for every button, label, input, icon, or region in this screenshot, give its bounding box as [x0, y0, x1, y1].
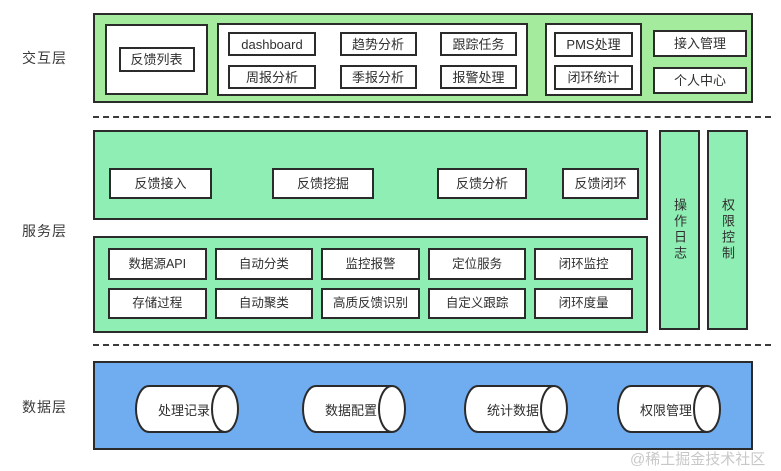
service-modules-band: 数据源API 自动分类 监控报警 定位服务 闭环监控 存储过程 自动聚类 高质反…: [93, 236, 648, 333]
cylinder-icon: [464, 385, 568, 433]
store-label: 处理记录: [157, 403, 210, 418]
interaction-layer-band: 反馈列表 dashboard 趋势分析 跟踪任务 周报分析 季报分析 报警处理 …: [93, 13, 753, 103]
interaction-layer-label: 交互层: [22, 50, 67, 66]
layer-divider-top: [93, 116, 771, 118]
store-label: 权限管理: [639, 403, 692, 418]
datasource-api-box: 数据源API: [108, 248, 207, 280]
feedback-access-box: 反馈接入: [109, 168, 212, 199]
layer-divider-bottom: [93, 344, 771, 346]
service-core-band: 反馈接入 反馈挖掘 反馈分析 反馈闭环: [93, 130, 648, 220]
service-modules-grid: 数据源API 自动分类 监控报警 定位服务 闭环监控 存储过程 自动聚类 高质反…: [95, 238, 646, 331]
data-layer-band: 处理记录 数据配置 统计数据 权限管理: [93, 361, 753, 450]
loop-monitor-box: 闭环监控: [534, 248, 633, 280]
cylinder-icon: [617, 385, 721, 433]
dashboard-panel: dashboard 趋势分析 跟踪任务 周报分析 季报分析 报警处理: [217, 23, 528, 96]
feedback-list-panel: 反馈列表: [105, 24, 208, 95]
access-manage-box: 接入管理: [653, 30, 747, 57]
cylinder-icon: [135, 385, 239, 433]
personal-center-box: 个人中心: [653, 67, 747, 94]
store-perm-manage: 权限管理: [617, 385, 721, 434]
permission-ctrl-bar: 权限控制: [707, 130, 748, 330]
dashboard-box: dashboard: [228, 32, 316, 56]
store-data-config: 数据配置: [302, 385, 406, 434]
auto-cluster-box: 自动聚类: [214, 287, 314, 319]
data-layer-label: 数据层: [22, 399, 67, 415]
closed-loop-stat-box: 闭环统计: [554, 65, 633, 90]
pms-panel: PMS处理 闭环统计: [545, 23, 642, 96]
store-label: 统计数据: [486, 403, 539, 418]
auto-classify-box: 自动分类: [214, 248, 314, 280]
store-process-record: 处理记录: [135, 385, 239, 434]
loop-measure-box: 闭环度量: [534, 287, 633, 319]
store-label: 数据配置: [324, 403, 377, 418]
track-task-box: 跟踪任务: [440, 32, 517, 56]
watermark: @稀土掘金技术社区: [630, 451, 766, 468]
feedback-analysis-box: 反馈分析: [437, 168, 527, 199]
custom-track-box: 自定义跟踪: [427, 287, 527, 319]
quarterly-report-box: 季报分析: [339, 65, 417, 89]
alarm-handle-box: 报警处理: [440, 65, 517, 89]
store-stat-data: 统计数据: [464, 385, 568, 434]
weekly-report-box: 周报分析: [228, 65, 316, 89]
operation-log-bar: 操作日志: [659, 130, 700, 330]
feedback-mining-box: 反馈挖掘: [272, 168, 374, 199]
feedback-loop-box: 反馈闭环: [562, 168, 639, 199]
pms-handle-box: PMS处理: [554, 32, 633, 57]
service-layer-label: 服务层: [22, 223, 67, 239]
stored-procedure-box: 存储过程: [108, 287, 207, 319]
trend-analysis-box: 趋势分析: [339, 32, 417, 56]
feedback-list-box: 反馈列表: [118, 47, 195, 72]
hq-feedback-box: 高质反馈识别: [321, 287, 420, 319]
cylinder-icon: [302, 385, 406, 433]
monitor-alarm-box: 监控报警: [321, 248, 420, 280]
locate-service-box: 定位服务: [427, 248, 527, 280]
